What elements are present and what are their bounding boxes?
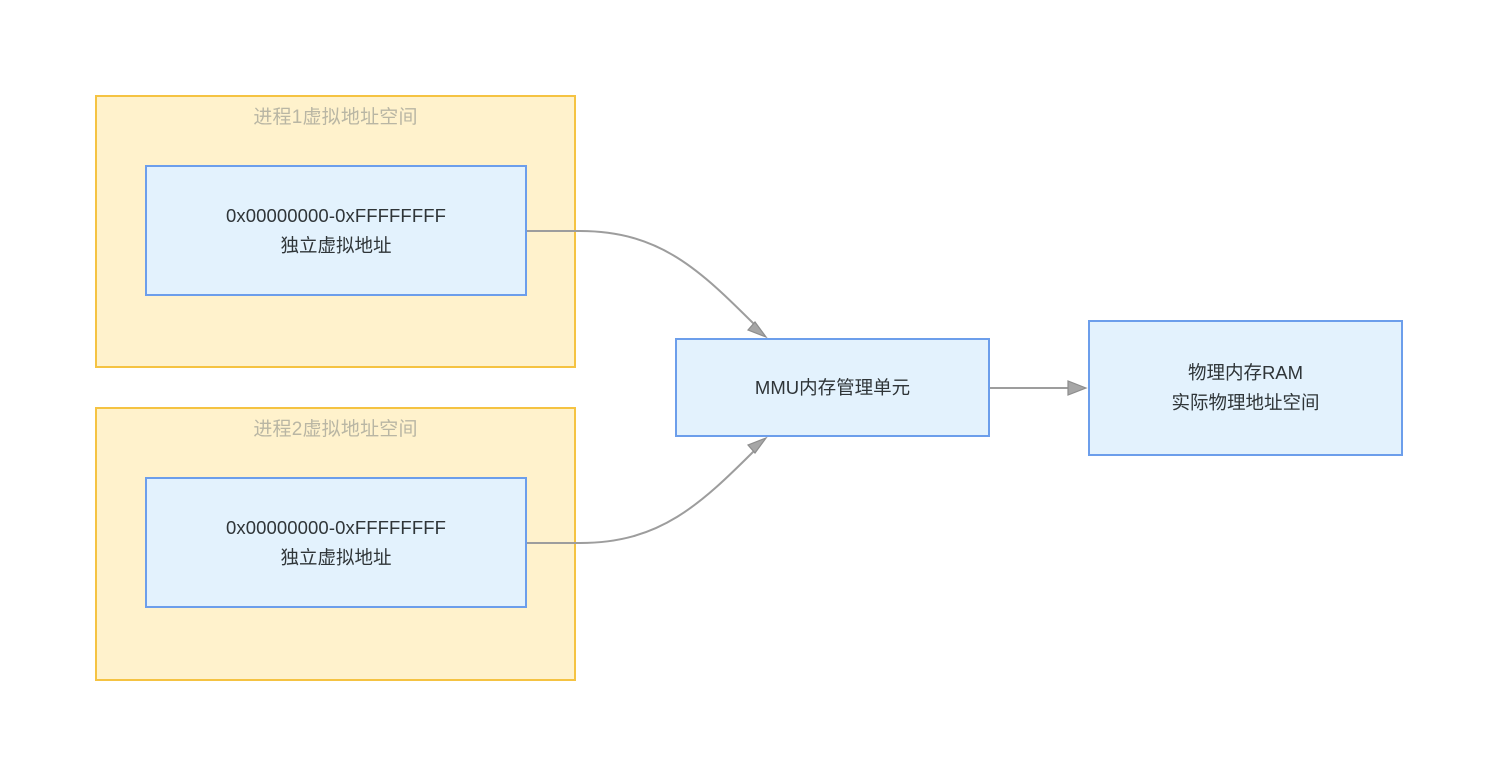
mmu-node[interactable]: MMU内存管理单元	[675, 338, 990, 437]
process1-virtual-address-box[interactable]: 0x00000000-0xFFFFFFFF 独立虚拟地址	[145, 165, 527, 296]
arrow-head-icon	[1067, 380, 1088, 396]
process1-address-desc-text: 独立虚拟地址	[280, 234, 392, 256]
process2-address-range-text: 0x00000000-0xFFFFFFFF	[225, 516, 447, 538]
ram-node-label-line2: 实际物理地址空间	[1171, 392, 1320, 413]
arrow-head-icon	[746, 436, 768, 454]
edge-mmu-to-ram	[990, 380, 1088, 396]
process2-virtual-address-box[interactable]: 0x00000000-0xFFFFFFFF 独立虚拟地址	[145, 477, 527, 608]
physical-ram-node[interactable]: 物理内存RAM 实际物理地址空间	[1088, 320, 1403, 456]
mmu-node-label: MMU内存管理单元	[754, 376, 911, 398]
ram-node-label-line1: 物理内存RAM	[1187, 362, 1304, 383]
process2-address-desc-text: 独立虚拟地址	[280, 546, 392, 568]
arrow-head-icon	[746, 321, 768, 339]
process1-group-title: 进程1虚拟地址空间	[253, 107, 418, 128]
process2-group-title: 进程2虚拟地址空间	[253, 419, 418, 440]
process1-address-range-text: 0x00000000-0xFFFFFFFF	[225, 204, 447, 226]
